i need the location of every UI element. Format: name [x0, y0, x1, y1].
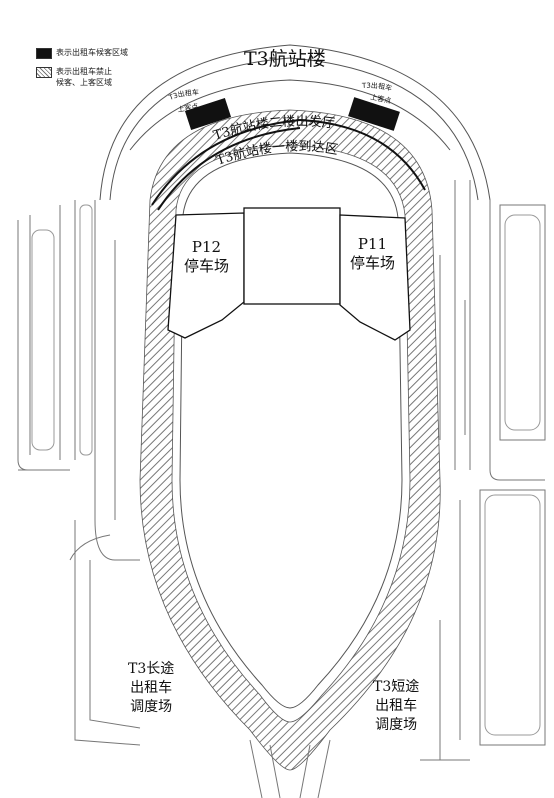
taxi-waiting-zone-left: [184, 98, 232, 130]
p11-code: P11: [357, 235, 388, 253]
short-distance-line2: 出租车: [375, 698, 418, 714]
p11-label: P11 停车场: [350, 235, 395, 273]
p12-code: P12: [191, 238, 222, 256]
legend: 表示出租车候客区域 表示出租车禁止 候客、上客区域: [36, 47, 128, 96]
legend-waiting: 表示出租车候客区域: [36, 47, 128, 59]
legend-waiting-text: 表示出租车候客区域: [56, 48, 128, 57]
road-network: [17, 180, 546, 761]
pickup-right-line2: 上客点: [370, 92, 392, 105]
long-distance-line1: T3长途: [128, 661, 175, 677]
short-distance-line1: T3短途: [373, 679, 420, 695]
long-distance-label: T3长途 出租车 调度场: [128, 660, 174, 717]
no-pickup-zone: [139, 109, 441, 771]
long-distance-line3: 调度场: [130, 699, 173, 715]
legend-hatch-swatch: [36, 67, 52, 78]
exit-roads: [249, 739, 331, 798]
legend-forbidden: 表示出租车禁止 候客、上客区域: [36, 66, 128, 88]
p12-label: P12 停车场: [184, 238, 229, 276]
terminal-title: T3航站楼: [244, 48, 326, 70]
legend-black-swatch: [36, 48, 52, 59]
p11-name: 停车场: [350, 254, 396, 272]
side-road-left: [31, 204, 93, 456]
curb-lines: [151, 119, 426, 211]
legend-forbidden-line2: 候客、上客区域: [56, 78, 112, 87]
side-road-right: [484, 214, 541, 736]
legend-forbidden-line1: 表示出租车禁止: [56, 67, 112, 76]
taxi-waiting-zone-right: [348, 97, 400, 131]
pickup-right-line1: T3出租车: [361, 81, 393, 93]
center-parking: [243, 207, 341, 305]
p11-parking: [339, 214, 411, 341]
short-distance-label: T3短途 出租车 调度场: [373, 678, 419, 735]
pickup-left-line2: 上客点: [177, 101, 199, 114]
terminal-roof: [99, 44, 491, 201]
p12-name: 停车场: [184, 257, 230, 275]
short-distance-line3: 调度场: [375, 717, 418, 733]
long-distance-line2: 出租车: [130, 680, 173, 696]
